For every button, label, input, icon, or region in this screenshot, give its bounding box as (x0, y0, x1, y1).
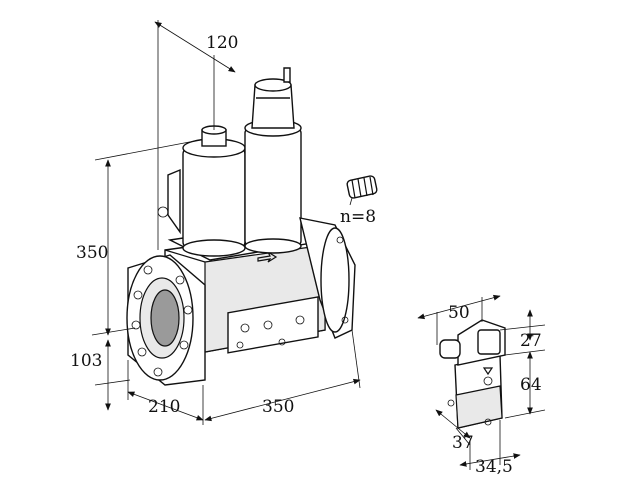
cable-gland-icon (346, 175, 378, 199)
flange-left (126, 254, 206, 386)
flow-arrow-icon (257, 250, 278, 263)
dim-27-label: 27 (520, 331, 542, 351)
coil-housing-right (244, 67, 302, 254)
flange-bolt-holes (131, 265, 193, 377)
pressure-nipples (236, 315, 305, 349)
dim-37-label: 37 (452, 433, 474, 453)
dim-50-label: 50 (448, 303, 470, 323)
flange-right (299, 217, 356, 339)
dim-120-label: 120 (206, 33, 238, 53)
dim-210-label: 210 (148, 397, 180, 417)
coil-housing-left (157, 125, 246, 257)
dim-34-5-label: 34,5 (475, 457, 513, 477)
dim-64-label: 64 (520, 375, 542, 395)
pressure-switch (439, 319, 506, 429)
dim-350-vertical-label: 350 (76, 243, 108, 263)
screw-count-label: n=8 (340, 207, 376, 227)
dim-350-horizontal-label: 350 (262, 397, 294, 417)
dimension-lines-switch (417, 294, 546, 470)
dim-103-label: 103 (70, 351, 102, 371)
indicator-triangle-icon (482, 367, 494, 376)
dimension-lines-valve (91, 20, 361, 425)
